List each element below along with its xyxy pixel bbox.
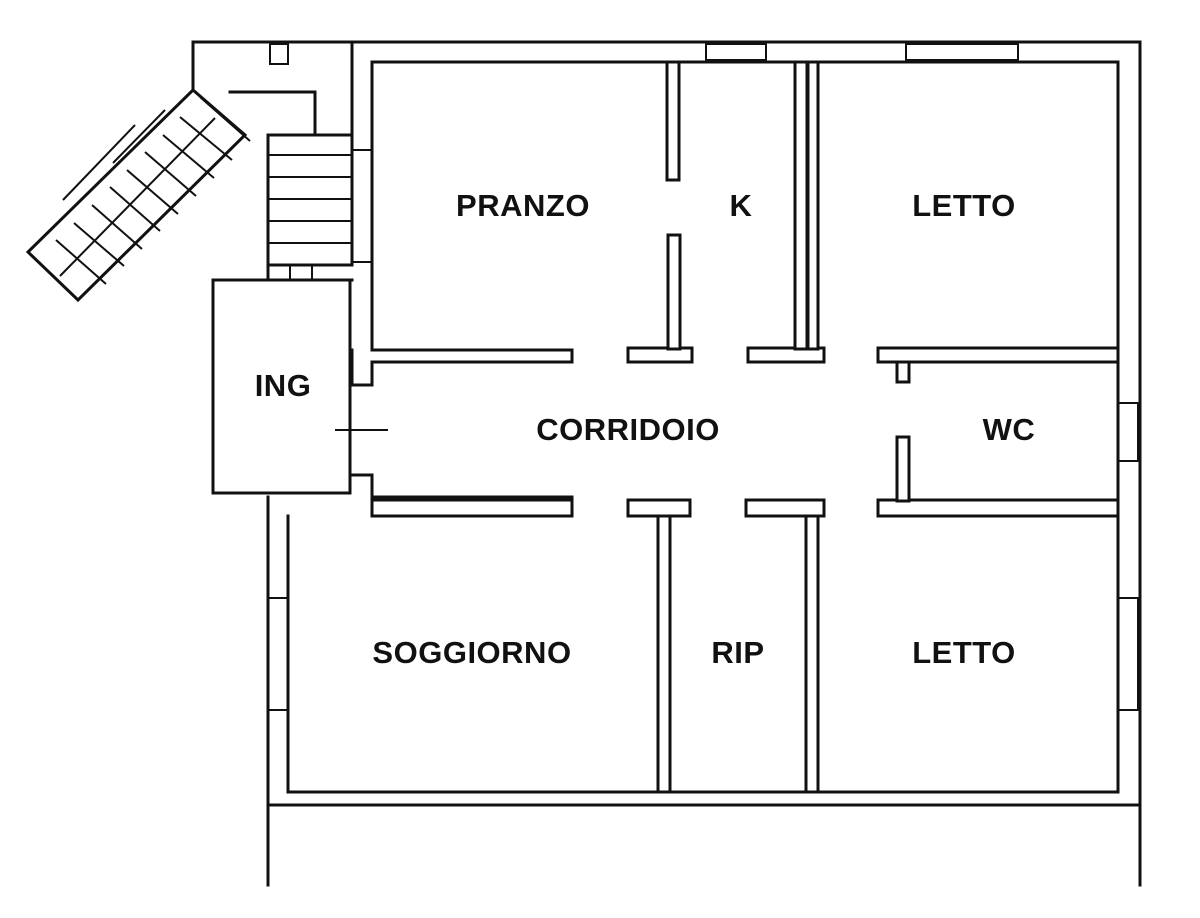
bottom-walls [266,495,1142,887]
corridor-walls [370,346,1120,518]
room-label-wc: WC [982,412,1036,447]
room-label-corridor: CORRIDOIO [536,412,720,447]
room-label-bedroom-bottom: LETTO [912,635,1016,670]
kitchen-walls [665,60,820,351]
room-label-pranzo: PRANZO [456,188,590,223]
entrance-stairs [25,40,373,303]
outer-walls [350,40,1142,887]
entrance-walls [211,278,574,499]
room-label-entrance: ING [254,368,312,403]
room-label-storage: RIP [711,635,765,670]
room-label-bedroom-top: LETTO [912,188,1016,223]
wc-walls [895,360,1139,503]
room-label-living: SOGGIORNO [372,635,572,670]
room-label-kitchen: K [729,188,753,223]
